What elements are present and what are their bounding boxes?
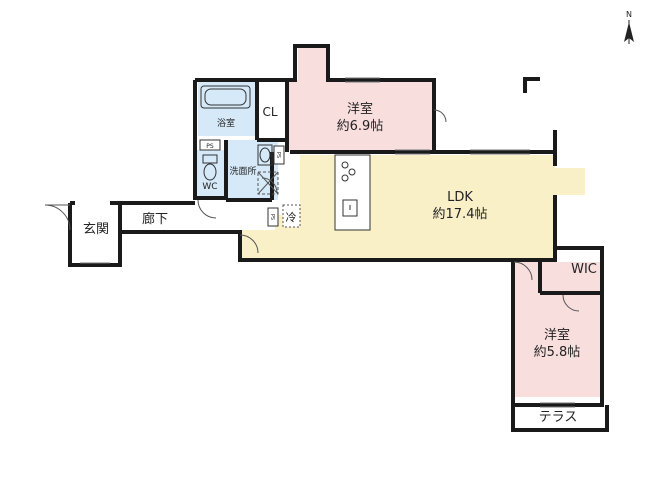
bathtub-fixture bbox=[200, 85, 251, 109]
pipe-space-boxes bbox=[199, 139, 285, 227]
western-room-1-alcove bbox=[298, 48, 326, 82]
washing-machine-fixture bbox=[257, 171, 279, 195]
closet-label: CL bbox=[262, 105, 277, 119]
pipe-space-label-1: PS bbox=[206, 143, 214, 150]
windows bbox=[80, 77, 575, 408]
toilet-label: WC bbox=[202, 182, 217, 192]
compass-label: N bbox=[626, 10, 632, 19]
western-room-2-area bbox=[513, 262, 602, 397]
toilet-area bbox=[197, 150, 225, 198]
hallway-label: 廊下 bbox=[142, 211, 168, 227]
pipe-space-label-2: PS bbox=[275, 152, 281, 158]
bathroom-label: 浴室 bbox=[217, 117, 235, 129]
kitchen-counter bbox=[334, 154, 371, 231]
western-room-1-size: 約6.9帖 bbox=[337, 119, 384, 134]
sink-fixture bbox=[257, 144, 273, 166]
ldk-size: 約17.4帖 bbox=[433, 207, 488, 222]
western-room-1-area bbox=[287, 80, 434, 150]
ldk-name: LDK bbox=[447, 190, 473, 205]
western-room-1-name: 洋室 bbox=[347, 101, 373, 117]
refrigerator-label: 冷 bbox=[286, 211, 297, 224]
ldk-area bbox=[242, 155, 585, 258]
washroom-area bbox=[226, 140, 278, 200]
wic-label: WIC bbox=[571, 262, 597, 277]
western-room-2-name: 洋室 bbox=[544, 327, 570, 343]
western-room-2-size: 約5.8帖 bbox=[534, 345, 581, 360]
refrigerator-space bbox=[282, 204, 301, 228]
entrance-label: 玄関 bbox=[83, 222, 109, 237]
toilet-fixture bbox=[202, 154, 218, 181]
washroom-label: 洗面所 bbox=[229, 165, 256, 177]
walls bbox=[68, 44, 609, 432]
bathroom-area bbox=[198, 82, 256, 136]
terrace-label: テラス bbox=[539, 410, 578, 425]
pipe-space-label-3: PS bbox=[269, 214, 275, 220]
compass-icon: N bbox=[624, 10, 634, 44]
